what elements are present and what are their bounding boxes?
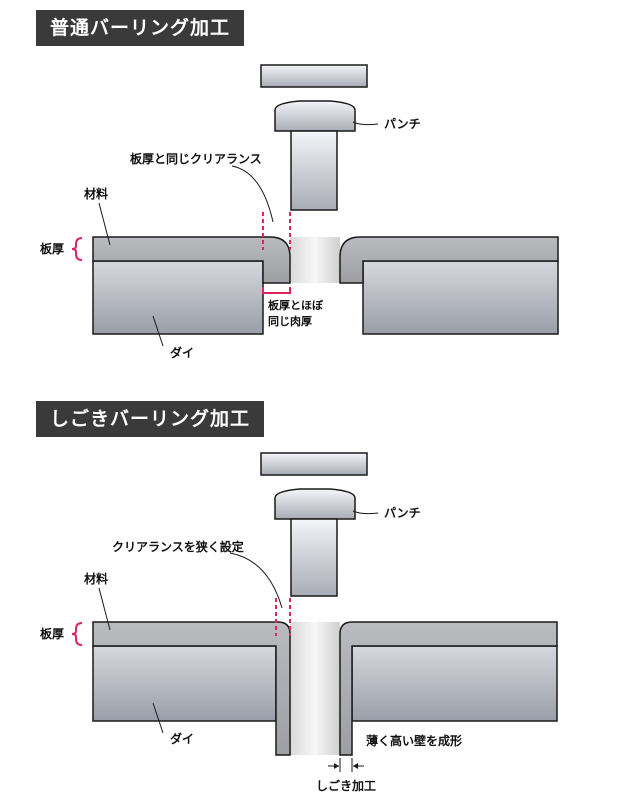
section-title-ironing-burring: しごきバーリング加工 bbox=[36, 401, 265, 437]
thickness-brace-2 bbox=[71, 622, 83, 646]
punch-shoulder-2 bbox=[274, 488, 356, 520]
leader-material-2 bbox=[98, 587, 111, 631]
leader-material-1 bbox=[98, 202, 111, 246]
label-punch-2: パンチ bbox=[384, 506, 421, 520]
leader-punch-1 bbox=[352, 121, 379, 126]
leader-clearance-2 bbox=[229, 552, 283, 609]
punch-2 bbox=[260, 452, 368, 597]
thickness-brace-1 bbox=[71, 237, 83, 261]
punch-head-1 bbox=[260, 64, 368, 88]
section-title-normal-burring: 普通バーリング加工 bbox=[36, 10, 245, 46]
die-right-2 bbox=[351, 645, 558, 722]
label-clearance-1: 板厚と同じクリアランス bbox=[130, 151, 262, 166]
hole-2 bbox=[290, 622, 340, 755]
leader-punch-2 bbox=[352, 510, 379, 515]
label-die-1: ダイ bbox=[170, 345, 194, 360]
label-clearance-2: クリアランスを狭く設定 bbox=[112, 539, 244, 554]
label-die-2: ダイ bbox=[170, 731, 194, 746]
dim-arrowhead-right-2 bbox=[353, 763, 358, 769]
label-thickness-2: 板厚 bbox=[40, 626, 64, 641]
section-ironing: パンチ クリアランスを狭く設定 材料 板厚 ダイ 薄く高い壁を成形 しごき加工 bbox=[40, 452, 558, 793]
label-ironing-2: しごき加工 bbox=[316, 778, 376, 793]
material-left-1 bbox=[92, 236, 291, 284]
punch-shoulder-1 bbox=[274, 100, 356, 132]
label-wall-1b: 同じ肉厚 bbox=[268, 314, 312, 328]
die-left-2 bbox=[92, 645, 277, 722]
label-thickness-1: 板厚 bbox=[40, 241, 64, 256]
label-wall-1a: 板厚とほぼ bbox=[268, 298, 324, 312]
section-normal: パンチ 板厚と同じクリアランス 材料 板厚 ダイ 板厚とほぼ 同じ肉厚 bbox=[40, 64, 559, 360]
leader-die-2 bbox=[152, 702, 164, 734]
label-material-2: 材料 bbox=[83, 571, 108, 586]
label-wall-2: 薄く高い壁を成形 bbox=[366, 733, 462, 748]
dim-arrowhead-left-2 bbox=[334, 763, 339, 769]
label-material-1: 材料 bbox=[83, 186, 108, 201]
leader-die-1 bbox=[152, 315, 164, 347]
punch-head-2 bbox=[260, 452, 368, 476]
material-right-1 bbox=[339, 236, 559, 284]
die-right-1 bbox=[362, 260, 559, 335]
punch-shaft-1 bbox=[290, 130, 338, 211]
die-left-1 bbox=[92, 260, 264, 335]
punch-1 bbox=[260, 64, 368, 211]
material-right-2 bbox=[339, 621, 558, 756]
hole-1 bbox=[290, 237, 340, 283]
label-punch-1: パンチ bbox=[384, 117, 421, 131]
wall-bracket-1 bbox=[262, 287, 291, 294]
punch-shaft-2 bbox=[290, 518, 338, 597]
leader-clearance-1 bbox=[231, 165, 274, 223]
